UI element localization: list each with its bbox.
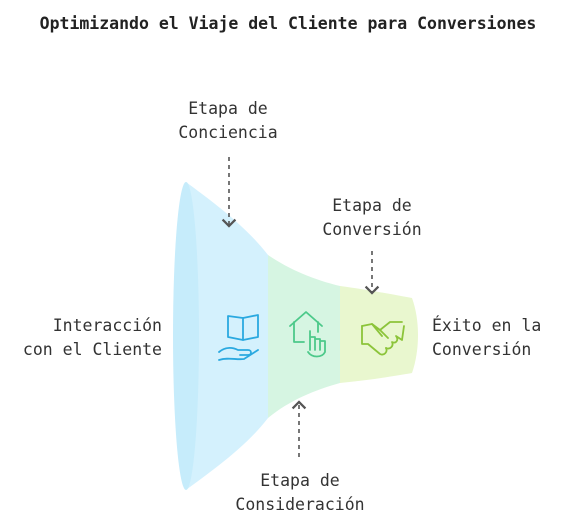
house-touch-icon <box>289 311 326 358</box>
funnel-stage-consideration <box>268 255 340 418</box>
diagram-title: Optimizando el Viaje del Cliente para Co… <box>39 14 537 33</box>
book-hand-icon <box>218 314 259 361</box>
funnel-mouth <box>173 182 199 490</box>
funnel-stage-awareness <box>186 182 268 490</box>
funnel-stage-conversion <box>340 286 418 383</box>
handshake-icon <box>361 321 405 356</box>
